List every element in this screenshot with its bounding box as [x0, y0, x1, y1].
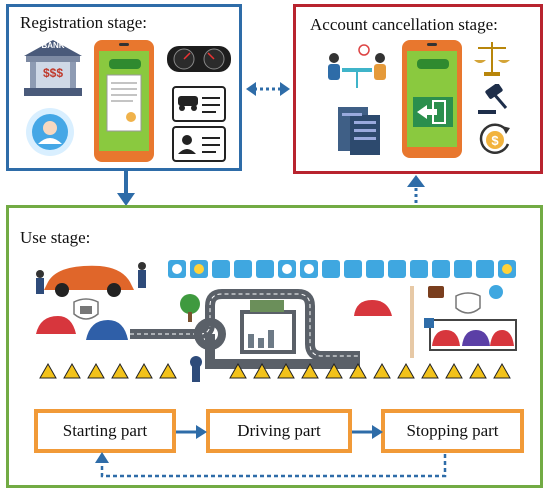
refund-icon: $	[476, 120, 514, 158]
user-avatar-icon	[24, 106, 76, 158]
bank-label: BANK	[41, 41, 65, 50]
justice-scale-icon	[472, 38, 512, 78]
starting-part-label: Starting part	[62, 421, 148, 440]
dashboard-icon	[166, 40, 232, 74]
id-card-icon	[172, 126, 226, 162]
arrow-driving-to-stopping	[352, 424, 384, 440]
arrow-starting-to-driving	[176, 424, 208, 440]
parking-lot-group	[354, 285, 517, 358]
left-car-group	[36, 298, 128, 340]
registration-stage-title: Registration stage:	[20, 13, 148, 32]
registration-stage-box	[6, 4, 242, 171]
vehicle-card-icon	[172, 86, 226, 122]
svg-text:$: $	[491, 133, 499, 148]
up-dotted-arrow	[406, 174, 426, 208]
use-stage-title: Use stage:	[20, 228, 91, 247]
gavel-icon	[476, 84, 512, 116]
cancellation-stage-title: Account cancellation stage:	[310, 15, 498, 34]
meeting-icon	[320, 42, 392, 92]
bidirectional-dotted-arrow	[244, 78, 292, 100]
phone-contract-icon	[93, 39, 155, 163]
phone-logout-icon	[401, 39, 463, 159]
road-network	[130, 289, 360, 382]
starting-part-box: Starting part	[34, 409, 176, 453]
use-stage-box	[6, 205, 543, 488]
driving-part-label: Driving part	[237, 421, 321, 440]
traffic-signs	[39, 362, 511, 379]
bank-icon	[20, 38, 86, 100]
weather-icons	[168, 260, 516, 278]
traffic-scene-illustration	[30, 256, 520, 396]
server-icon	[330, 103, 386, 159]
bank-symbol: $$$	[42, 66, 64, 80]
driving-part-box: Driving part	[206, 409, 352, 453]
stopping-part-box: Stopping part	[381, 409, 524, 453]
stopping-part-label: Stopping part	[406, 421, 499, 440]
feedback-dotted-arrow	[92, 452, 452, 482]
car-repair-group	[36, 262, 146, 297]
cancellation-stage-box	[293, 4, 543, 174]
down-arrow	[116, 171, 136, 207]
